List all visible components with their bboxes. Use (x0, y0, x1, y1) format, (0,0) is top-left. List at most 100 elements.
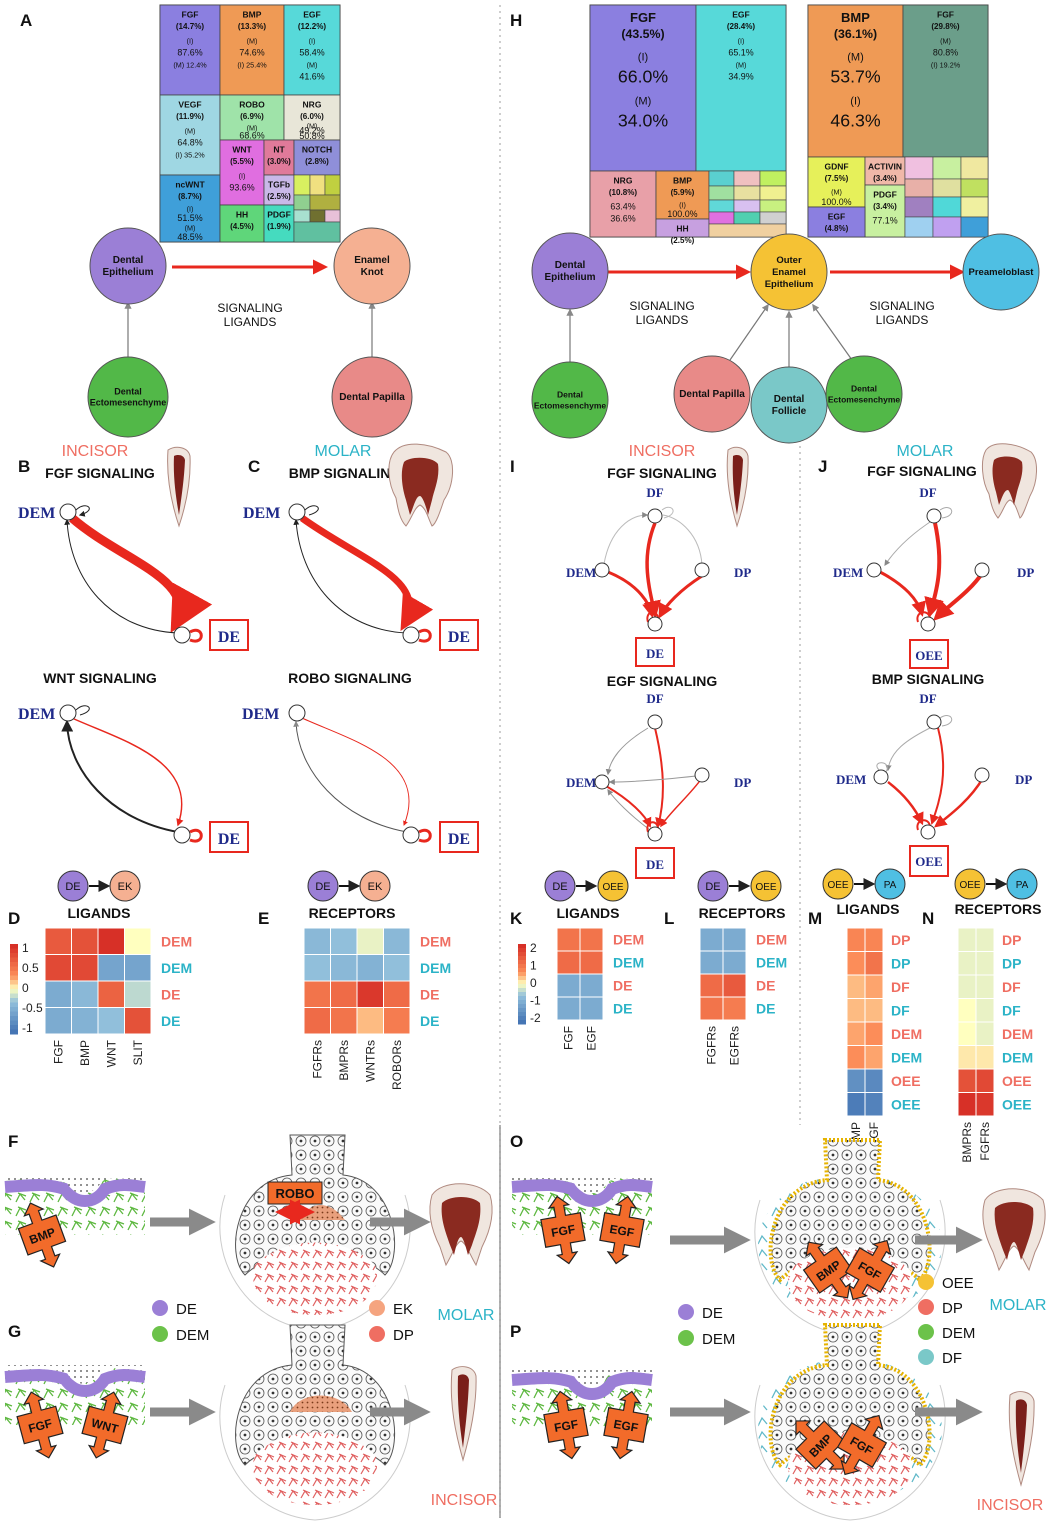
node-dem: DEM (242, 706, 279, 723)
svg-text:(M) 12.4%: (M) 12.4% (173, 61, 207, 70)
heatmap-cell (699, 927, 724, 952)
heatmap-row-label: DEM (756, 955, 787, 971)
heatmap-cell (699, 973, 724, 998)
svg-text:(10.8%): (10.8%) (609, 188, 638, 197)
treemap-tile-small (904, 156, 934, 180)
scale-swatch (518, 988, 526, 993)
treemap-tile-small (309, 174, 326, 196)
treemap-tile: GDNF(7.5%)(M)100.0% (807, 156, 866, 208)
treemap-tile-small (759, 199, 787, 213)
treemap-tile: WNT(5.5%)(I)93.6% (219, 139, 265, 206)
svg-text:74.6%: 74.6% (239, 48, 264, 58)
chip-de: DE (705, 881, 720, 893)
heatmap-row-label: DEM (891, 1049, 922, 1065)
node-dp: DP (1015, 772, 1032, 787)
legend-item: DEM (918, 1324, 975, 1342)
svg-text:(29.8%): (29.8%) (931, 22, 960, 31)
network-wnt: DEM DE (18, 704, 249, 853)
svg-text:(14.7%): (14.7%) (176, 22, 205, 31)
heatmap-cell (722, 950, 747, 975)
legend-item: DE (678, 1304, 723, 1322)
heatmap-row-label: DEM (891, 1026, 922, 1042)
heatmap-cell (44, 980, 72, 1008)
tile-name: ncWNT (175, 180, 205, 190)
heatmap-cell (846, 1068, 866, 1093)
panel-label-j: J (818, 457, 827, 476)
svg-text:(I): (I) (738, 37, 745, 46)
svg-text:DEM: DEM (176, 1327, 209, 1344)
heatmap-cell (846, 998, 866, 1023)
node-de: DE (646, 646, 664, 661)
treemap-tile: NOTCH(2.8%) (293, 139, 341, 176)
tile-name: FGF (630, 10, 656, 25)
network-i-egf: DF DEM DP DE (566, 691, 751, 879)
network-robo: DEM DE (242, 704, 479, 853)
heatmap-row-label: OEE (1002, 1073, 1032, 1089)
heatmap-cell (846, 974, 866, 999)
treemap-tile-small (960, 178, 989, 198)
scale-swatch (518, 1016, 526, 1021)
node-de: DE (218, 831, 240, 848)
node-dental-papilla: Dental Papilla (673, 355, 751, 433)
treemap-tile-small (733, 170, 761, 187)
heatmap-row-label: DEM (613, 932, 644, 948)
signal-tag: EGF (599, 1195, 645, 1265)
tile-name: FGF (182, 10, 199, 20)
molar-heading: MOLAR (315, 443, 372, 460)
scale-swatch (518, 948, 526, 953)
svg-text:DP: DP (942, 1300, 963, 1317)
panel-label-i: I (510, 457, 515, 476)
heatmap-col-label: SLIT (131, 1039, 145, 1065)
svg-text:EK: EK (393, 1301, 413, 1318)
heatmap-cell (864, 1021, 884, 1046)
svg-text:(I): (I) (309, 37, 316, 46)
svg-text:DP: DP (393, 1327, 414, 1344)
scale-swatch (10, 989, 18, 994)
heatmap-cell (303, 927, 331, 955)
panel-letters: A B C D E F G H I J K L M N O P (8, 11, 934, 1341)
heatmap-cell (124, 980, 152, 1008)
panel-label-l: L (664, 909, 674, 928)
chip-oee: OEE (602, 882, 623, 893)
signal-tag-label: FGF (550, 1222, 576, 1240)
svg-text:(M): (M) (940, 37, 951, 46)
scale-swatch (518, 956, 526, 961)
treemap-tile-small (708, 211, 735, 225)
scale-swatch (10, 1007, 18, 1012)
scale-swatch (518, 1012, 526, 1017)
chip-de: DE (552, 881, 567, 893)
heatmap-cell (722, 973, 747, 998)
receptors-heading: RECEPTORS (955, 901, 1042, 917)
svg-text:(I): (I) (679, 201, 686, 210)
svg-text:(M): (M) (831, 187, 842, 196)
svg-text:(I): (I) (187, 37, 194, 46)
heatmap-row-label: DE (613, 1001, 632, 1017)
heatmap-cell (97, 927, 125, 955)
svg-text:(I) 25.4%: (I) 25.4% (237, 61, 267, 70)
heatmap-cell (330, 1007, 358, 1035)
heatmap-cell (957, 927, 977, 952)
panel-label-k: K (510, 909, 523, 928)
heatmap-cell (71, 954, 99, 982)
svg-text:-1: -1 (22, 1021, 33, 1035)
node-dem: DEM (243, 505, 280, 522)
treemap-tile: HH(4.5%) (219, 204, 265, 243)
node-de: DE (448, 831, 470, 848)
heatmap-row-label: OEE (891, 1073, 921, 1089)
receptors-heading: RECEPTORS (309, 905, 396, 921)
signal-tag: WNT (81, 1391, 129, 1459)
tile-name: EGF (828, 212, 845, 222)
svg-text:48.5%: 48.5% (177, 232, 202, 242)
heatmap-cell (846, 1021, 866, 1046)
tile-name: VEGF (178, 100, 201, 110)
svg-text:(12.2%): (12.2%) (298, 22, 327, 31)
svg-text:51.5%: 51.5% (177, 213, 202, 223)
